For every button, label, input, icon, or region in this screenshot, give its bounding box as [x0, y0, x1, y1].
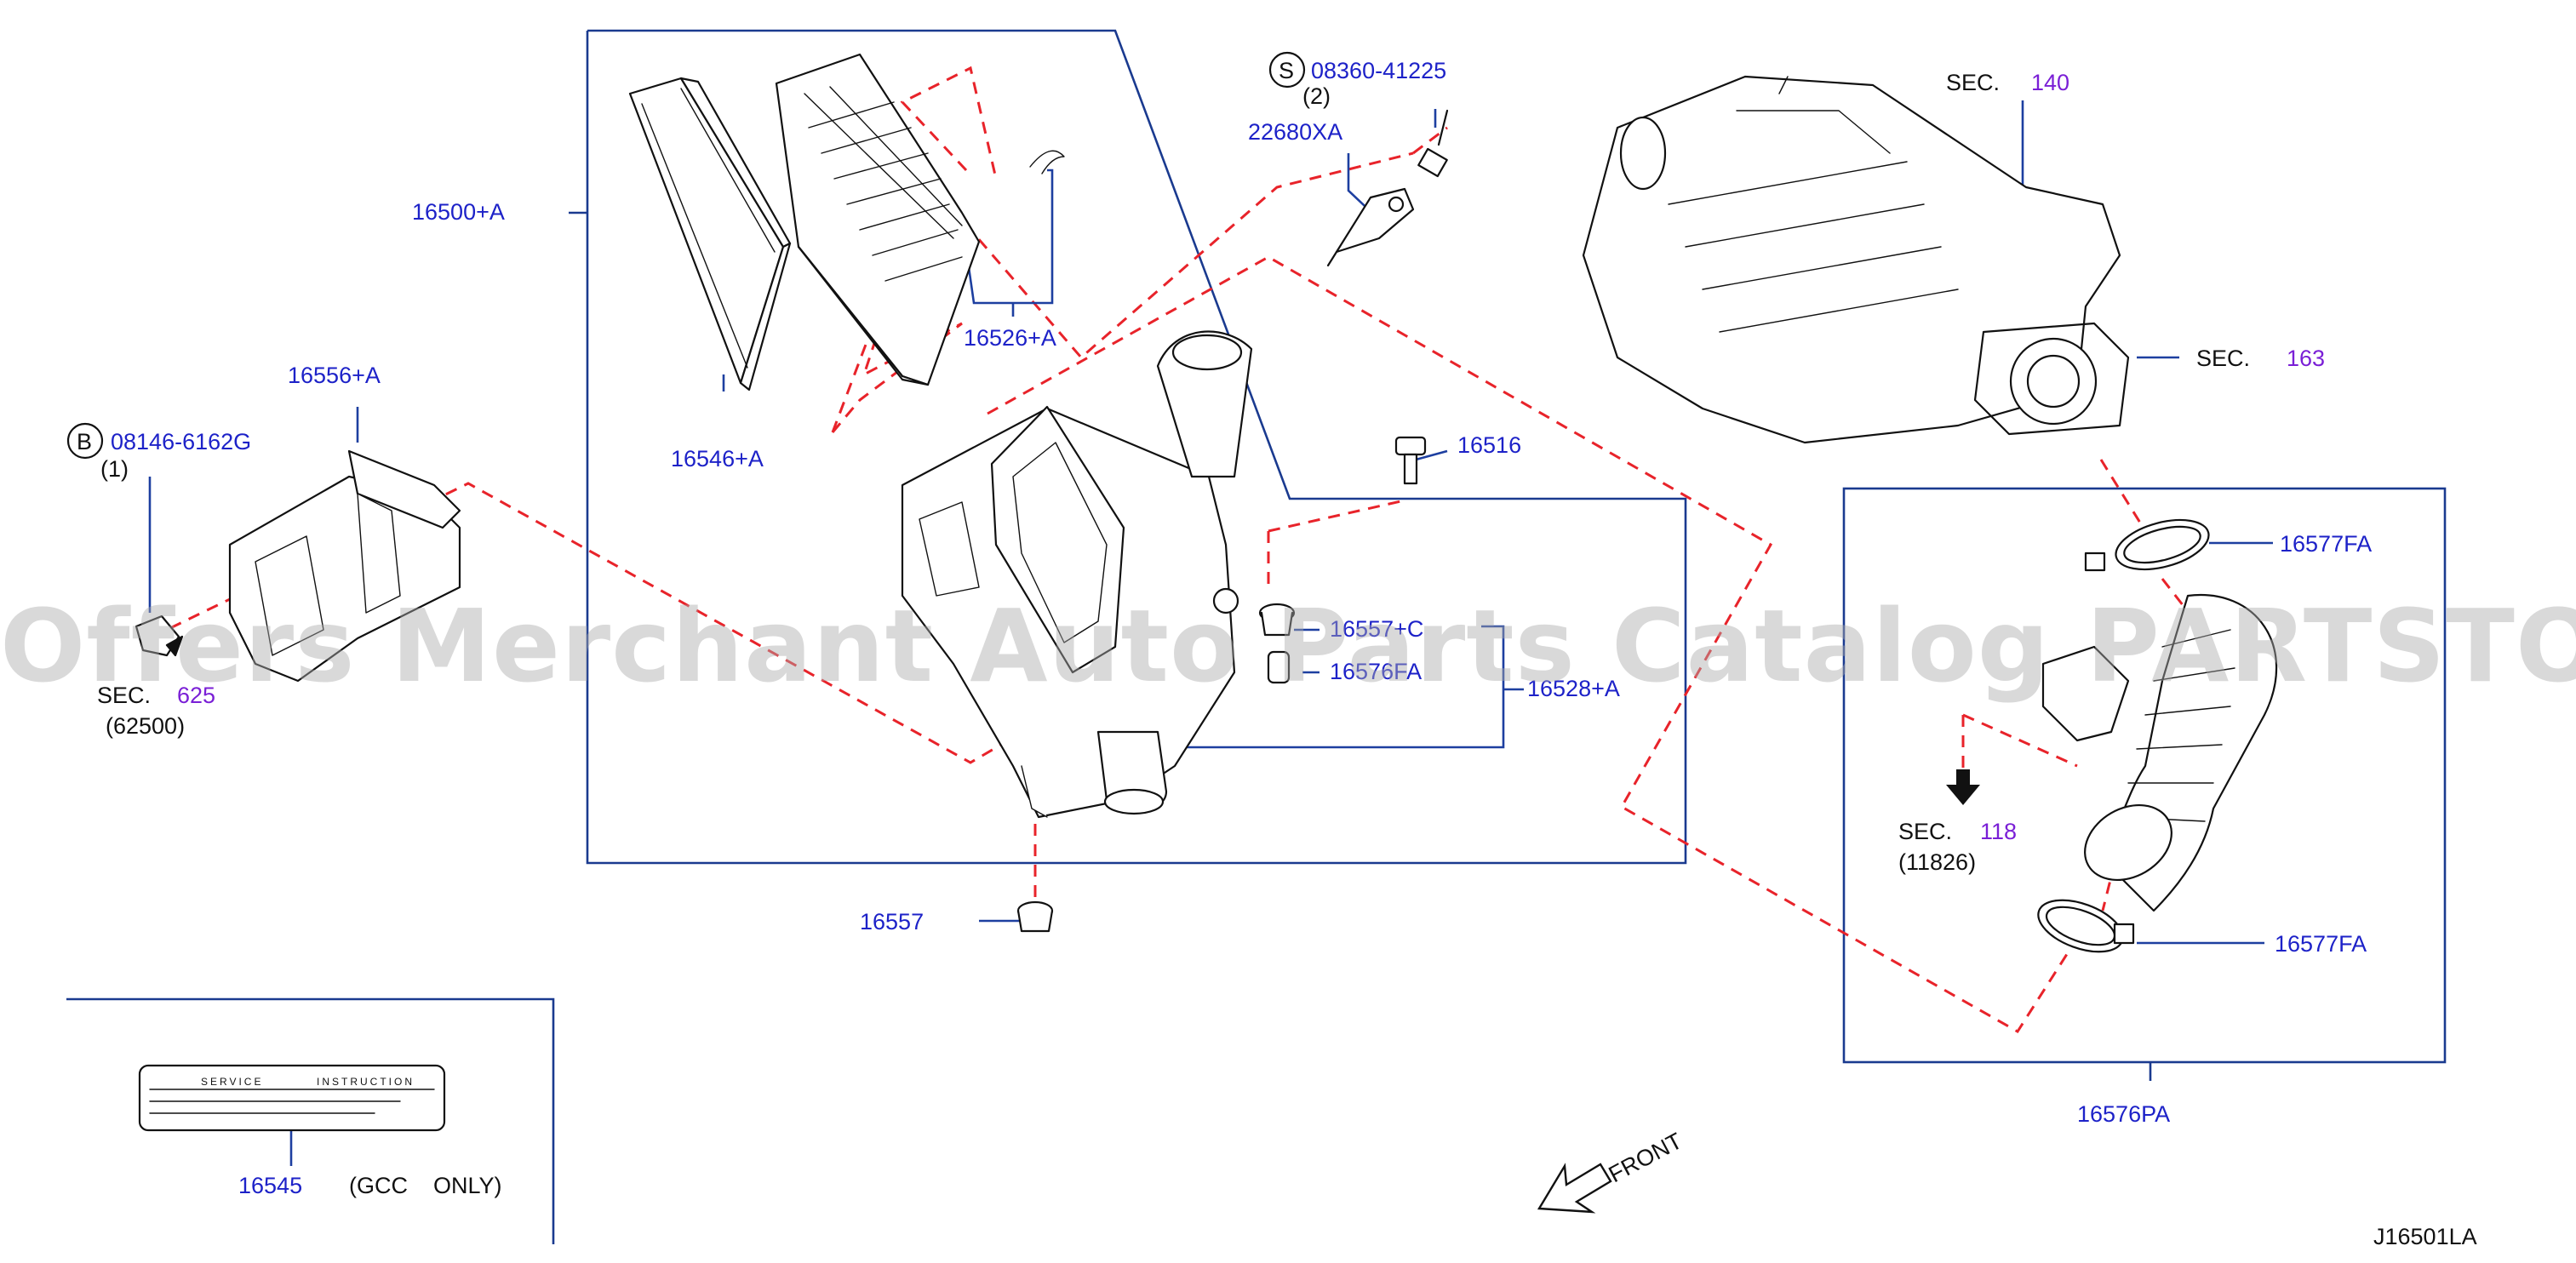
duct-group-frame	[1842, 487, 2447, 1064]
service-instruction-label[interactable]	[138, 1064, 446, 1132]
sec-163-link[interactable]: 163	[2287, 346, 2325, 371]
air-inlet-duct[interactable]	[228, 449, 461, 683]
part-16557[interactable]: 16557	[860, 909, 924, 934]
part-16528A[interactable]: 16528+A	[1527, 676, 1620, 701]
part-16557C[interactable]: 16557+C	[1330, 616, 1423, 642]
sec625-prefix: SEC.	[97, 683, 151, 708]
part-08360-41225[interactable]: 08360-41225	[1311, 58, 1446, 83]
grommet-16557[interactable]	[1016, 900, 1054, 933]
sec163-prefix: SEC.	[2196, 346, 2250, 371]
sec118-prefix: SEC.	[1898, 819, 1952, 844]
part-22680XA[interactable]: 22680XA	[1248, 119, 1342, 145]
front-arrow-icon	[1537, 1163, 1612, 1214]
sec140-prefix: SEC.	[1946, 70, 2000, 95]
diagram-code: J16501LA	[2373, 1224, 2477, 1249]
hose-clamp-bottom[interactable]	[2031, 890, 2135, 962]
part-16500A[interactable]: 16500+A	[412, 199, 505, 225]
part-16577FA-top[interactable]: 16577FA	[2280, 531, 2372, 557]
circle-letter-b: B	[77, 429, 92, 454]
part-16576PA[interactable]: 16576PA	[2077, 1101, 2170, 1127]
qty-08146: (1)	[100, 456, 129, 482]
label-instruction-text: INSTRUCTION	[317, 1076, 415, 1088]
label-service-text: SERVICE	[201, 1076, 263, 1088]
part-16546A[interactable]: 16546+A	[671, 446, 764, 471]
sec625-sub: (62500)	[106, 713, 185, 739]
part-16526A[interactable]: 16526+A	[964, 325, 1056, 351]
screw-08360[interactable]	[1417, 109, 1449, 178]
air-cleaner-group-frame	[586, 29, 1687, 865]
air-cleaner-cover[interactable]	[775, 53, 1065, 386]
circle-letter-s: S	[1279, 58, 1294, 83]
circle-letter-s-icon: S	[1268, 51, 1306, 89]
grommet-16557C[interactable]	[1258, 603, 1296, 637]
mass-air-flow-sensor[interactable]	[1326, 187, 1415, 267]
bolt-16516[interactable]	[1394, 436, 1427, 485]
label-area-frame	[66, 997, 555, 1244]
gcc-only-note: (GCC ONLY)	[349, 1173, 502, 1198]
sec-118-link[interactable]: 118	[1980, 819, 2017, 844]
part-16577FA-bottom[interactable]: 16577FA	[2275, 931, 2367, 957]
sec118-arrow-icon	[1946, 769, 1980, 805]
circle-letter-b-icon: B	[66, 422, 104, 460]
clip-08146[interactable]	[135, 614, 184, 657]
sec-625-link[interactable]: 625	[177, 683, 215, 708]
sec118-sub: (11826)	[1898, 849, 1976, 875]
qty-08360: (2)	[1302, 83, 1331, 109]
air-filter-element[interactable]	[628, 77, 792, 391]
hose-clamp-top[interactable]	[2084, 511, 2214, 578]
intake-manifold[interactable]	[1582, 75, 2130, 444]
part-16576FA-mid[interactable]: 16576FA	[1330, 659, 1422, 684]
air-duct-hose[interactable]	[2041, 593, 2278, 912]
part-16545[interactable]: 16545	[238, 1173, 302, 1198]
part-16556A[interactable]: 16556+A	[288, 363, 381, 388]
sleeve-16576FA[interactable]	[1267, 650, 1291, 684]
part-08146-6162G[interactable]: 08146-6162G	[111, 429, 251, 454]
front-label: FRONT	[1605, 1128, 1686, 1187]
sec-140-link[interactable]: 140	[2031, 70, 2069, 95]
part-16516[interactable]: 16516	[1457, 432, 1521, 458]
air-cleaner-body[interactable]	[901, 330, 1253, 819]
